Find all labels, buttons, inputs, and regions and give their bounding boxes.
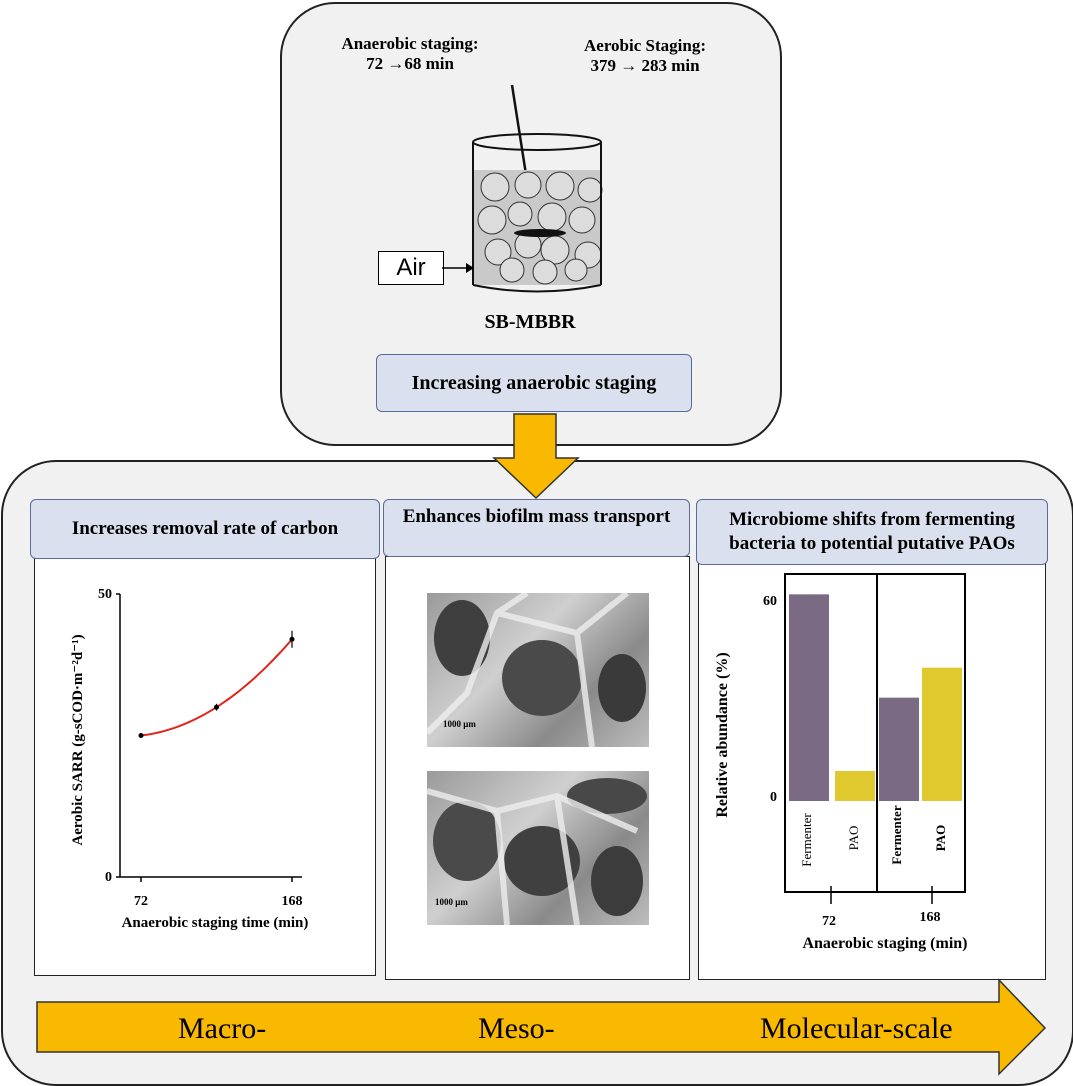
sarr-line-chart: 0 50 72 168 Anaerobic staging time (min)… [70, 587, 309, 931]
anaerobic-staging-value: 72 →68 min [366, 54, 454, 73]
bar-fermenter-72 [789, 594, 829, 801]
molecular-header: Microbiome shifts from fermenting bacter… [696, 499, 1048, 565]
bar-group-label-72: 72 [822, 914, 836, 929]
bar-label-pao-168: PAO [933, 825, 948, 851]
sarr-xtick-168: 168 [282, 894, 303, 909]
bar-label-fermenter-168: Fermenter [889, 805, 904, 864]
bar-label-fermenter-72: Fermenter [799, 813, 814, 867]
scale-label-molecular: Molecular-scale [760, 1012, 953, 1045]
aerobic-staging-label: Aerobic Staging: 379 → 283 min [565, 36, 725, 76]
meso-header: Enhances biofilm mass transport [383, 499, 690, 557]
bar-ytick-0: 0 [770, 790, 777, 805]
sarr-x-axis-label: Anaerobic staging time (min) [122, 915, 309, 931]
air-arrow-icon [442, 263, 474, 273]
anaerobic-staging-title: Anaerobic staging: [341, 34, 479, 53]
sarr-ytick-50: 50 [98, 587, 112, 602]
scale-bar-2: 1000 μm [435, 897, 468, 907]
sarr-data-point [214, 704, 219, 710]
sarr-xtick-72: 72 [134, 894, 148, 909]
scale-label-meso: Meso- [478, 1012, 555, 1045]
down-arrow-icon [492, 413, 580, 500]
bar-pao-168 [922, 667, 962, 801]
sarr-data-point [289, 636, 295, 642]
scale-bar-1: 1000 μm [443, 719, 476, 729]
biofilm-texture-icon [426, 778, 647, 926]
bar-label-pao-72: PAO [846, 826, 861, 851]
aerobic-staging-value: 379 → 283 min [590, 56, 700, 75]
reactor-icon [472, 84, 603, 293]
scale-label-macro: Macro- [178, 1012, 267, 1045]
bar-group-label-168: 168 [920, 910, 941, 925]
sarr-data-point [138, 733, 144, 738]
anaerobic-staging-label: Anaerobic staging: 72 →68 min [330, 34, 490, 74]
scale-arrow [36, 978, 1047, 1076]
bar-fermenter-168 [879, 697, 919, 801]
sarr-y-axis-label: Aerobic SARR (g-sCOD·m⁻²d⁻¹) [70, 634, 86, 845]
aerobic-staging-title: Aerobic Staging: [584, 36, 706, 55]
abundance-bar-chart: 60 0 Fermenter PAO Fermenter PAO 72 168 … [714, 573, 968, 952]
reactor-name: SB-MBBR [484, 311, 576, 333]
air-label: Air [378, 251, 444, 285]
sarr-fit-curve [140, 638, 293, 737]
bar-ytick-60: 60 [763, 594, 777, 609]
biofilm-micrograph-168: 1000 μm [426, 771, 649, 926]
biofilm-texture-icon [424, 590, 646, 748]
bar-chart-frame [784, 573, 966, 893]
bar-x-axis-label: Anaerobic staging (min) [802, 935, 967, 952]
molecular-chart-panel [698, 556, 1046, 980]
macro-header: Increases removal rate of carbon [30, 499, 380, 559]
macro-chart-panel [34, 556, 376, 976]
increasing-anaerobic-staging-box: Increasing anaerobic staging [376, 354, 692, 412]
sarr-ytick-0: 0 [105, 870, 112, 885]
biofilm-micrograph-72: 1000 μm [424, 590, 649, 748]
bar-pao-72 [835, 771, 875, 801]
bar-y-axis-label: Relative abundance (%) [714, 652, 731, 817]
